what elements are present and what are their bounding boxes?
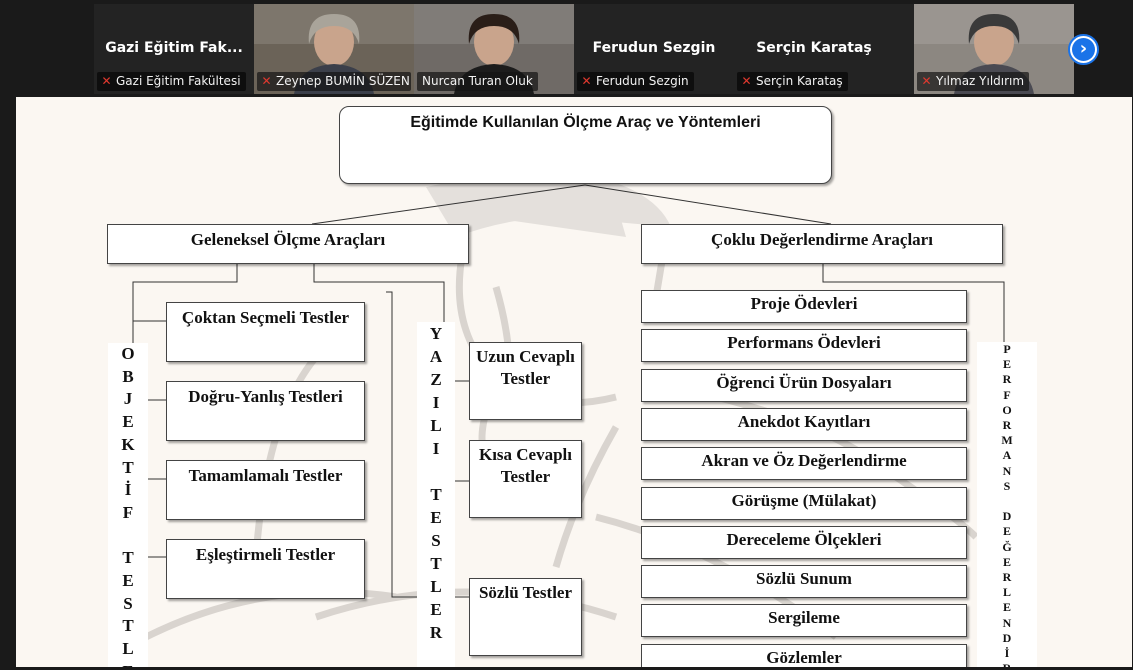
written-test-box: Kısa Cevaplı Testler <box>469 440 582 518</box>
participant-display-name: Serçin Karataş <box>756 40 872 56</box>
chevron-right-icon: › <box>1072 38 1095 61</box>
multi-assessment-tool-box: Proje Ödevleri <box>641 290 967 323</box>
mic-muted-icon: ✕ <box>921 74 932 88</box>
participant-name: Gazi Eğitim Fakültesi <box>116 74 241 88</box>
objective-test-box: Eşleştirmeli Testler <box>166 539 365 599</box>
multi-assessment-tool-box: Anekdot Kayıtları <box>641 407 967 441</box>
participant-name-label: ✕ Yılmaz Yıldırım <box>917 72 1030 91</box>
multi-assessment-tool-box: Sözlü Sunum <box>641 565 967 599</box>
traditional-tools-header: Geleneksel Ölçme Araçları <box>107 224 469 264</box>
participant-name: Zeynep BUMİN SÜZEN <box>276 74 410 88</box>
multi-assessment-tool-box: Sergileme <box>641 604 967 638</box>
multi-assessment-header: Çoklu Değerlendirme Araçları <box>641 224 1003 264</box>
participant-name-label: ✕ Serçin Karataş <box>737 72 848 91</box>
participant-tile[interactable]: Nurcan Turan Oluk <box>414 4 574 94</box>
written-test-box: Sözlü Testler <box>469 578 582 656</box>
participant-name: Yılmaz Yıldırım <box>936 74 1025 88</box>
mic-muted-icon: ✕ <box>101 74 112 88</box>
participant-strip: Gazi Eğitim Fak... ✕ Gazi Eğitim Fakültesi… <box>94 4 1074 94</box>
participant-tile[interactable]: Serçin Karataş ✕ Serçin Karataş <box>734 4 894 94</box>
objective-test-box: Çoktan Seçmeli Testler <box>166 302 365 362</box>
multi-assessment-tool-box: Akran ve Öz Değerlendirme <box>641 447 967 481</box>
multi-assessment-tool-box: Görüşme (Mülakat) <box>641 486 967 520</box>
written-test-box: Uzun Cevaplı Testler <box>469 342 582 420</box>
mic-muted-icon: ✕ <box>741 74 752 88</box>
shared-screen-slide: Eğitimde Kullanılan Ölçme Araç ve Yöntem… <box>16 97 1132 667</box>
participant-tile[interactable]: Ferudun Sezgin ✕ Ferudun Sezgin <box>574 4 734 94</box>
multi-assessment-tool-box: Performans Ödevleri <box>641 329 967 363</box>
mic-muted-icon: ✕ <box>261 74 272 88</box>
participant-name: Ferudun Sezgin <box>596 74 689 88</box>
participant-tile[interactable]: ✕ Yılmaz Yıldırım <box>914 4 1074 94</box>
objective-test-box: Doğru-Yanlış Testleri <box>166 381 365 441</box>
participant-display-name: Gazi Eğitim Fak... <box>105 40 243 56</box>
multi-assessment-tool-box: Öğrenci Ürün Dosyaları <box>641 368 967 402</box>
participant-name-label: ✕ Zeynep BUMİN SÜZEN <box>257 72 411 91</box>
participant-name-label: Nurcan Turan Oluk <box>417 72 538 91</box>
participant-name-label: ✕ Gazi Eğitim Fakültesi <box>97 72 246 91</box>
multi-assessment-tool-box: Dereceleme Ölçekleri <box>641 525 967 559</box>
participant-tile[interactable]: Gazi Eğitim Fak... ✕ Gazi Eğitim Fakültesi <box>94 4 254 94</box>
mic-muted-icon: ✕ <box>581 74 592 88</box>
participant-name: Nurcan Turan Oluk <box>422 74 533 88</box>
slide-title: Eğitimde Kullanılan Ölçme Araç ve Yöntem… <box>339 106 832 184</box>
multi-assessment-tool-box: Gözlemler <box>641 643 967 667</box>
participant-tile[interactable]: ✕ Zeynep BUMİN SÜZEN <box>254 4 414 94</box>
participant-name: Serçin Karataş <box>756 74 843 88</box>
next-participants-button[interactable]: › <box>1068 34 1099 65</box>
participant-name-label: ✕ Ferudun Sezgin <box>577 72 694 91</box>
participant-display-name: Ferudun Sezgin <box>592 40 716 56</box>
objective-test-box: Tamamlamalı Testler <box>166 460 365 520</box>
